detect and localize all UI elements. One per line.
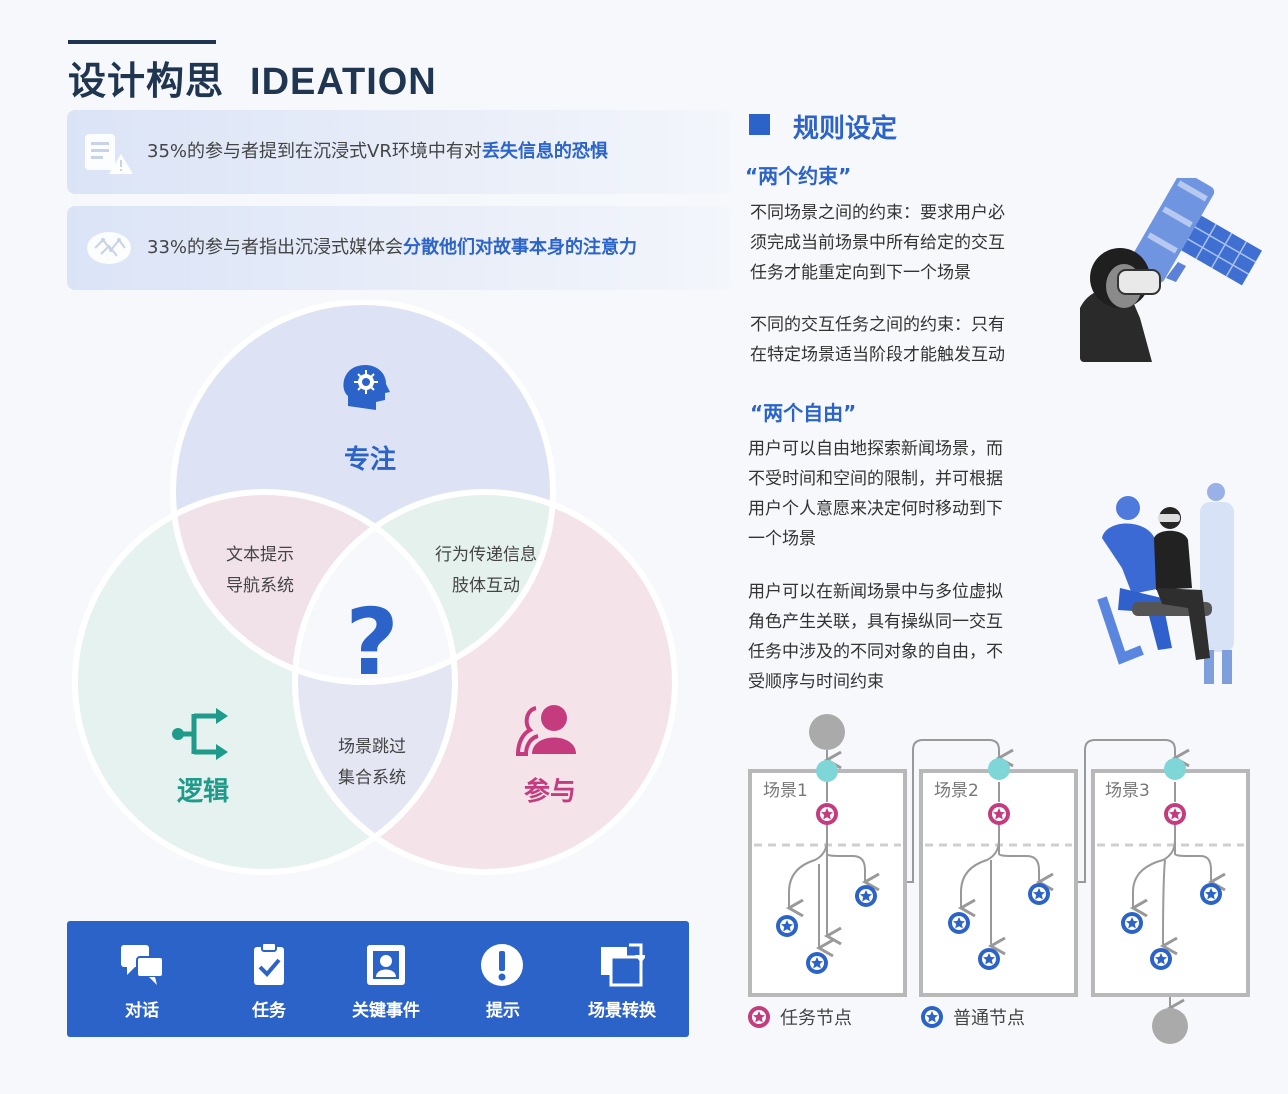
text-line: 任务才能重定向到下一个场景	[750, 263, 971, 283]
scene-1-normal-node	[806, 952, 828, 974]
start-node	[809, 714, 845, 750]
scene-2-normal-node	[978, 948, 1000, 970]
constraint-paragraph-1: 不同场景之间的约束：要求用户必 须完成当前场景中所有给定的交互 任务才能重定向到…	[750, 198, 1080, 288]
person-card-icon	[367, 945, 405, 985]
center-question-mark: ?	[345, 589, 398, 696]
head-brain-icon	[343, 364, 390, 410]
text-line: 用户个人意愿来决定何时移动到下	[748, 499, 1003, 519]
overlap-focus-logic-line1: 文本提示	[226, 545, 294, 565]
scene-3-task-node	[1164, 803, 1186, 825]
scene-2-entry-node	[988, 758, 1010, 780]
text-line: 用户可以自由地探索新闻场景，而	[748, 439, 1003, 459]
title-underline	[68, 40, 216, 44]
text-line: 受顺序与时间约束	[748, 672, 884, 692]
legend-task-node-icon	[748, 1006, 770, 1028]
text-line: 用户可以在新闻场景中与多位虚拟	[748, 582, 1003, 602]
legend-task-node-label: 任务节点	[780, 1008, 852, 1029]
scene-3-normal-node	[1121, 912, 1143, 934]
scene-1-task-node	[816, 803, 838, 825]
text-line: 不同的交互任务之间的约束：只有	[750, 315, 1005, 335]
scene-2-label: 场景2	[934, 781, 979, 801]
document-warning-icon	[85, 134, 133, 174]
vr-user-satellite-image	[1080, 178, 1272, 362]
page-title: 设计构思 IDEATION	[68, 50, 437, 105]
tool-dialog-label: 对话	[125, 1001, 159, 1021]
freedom-paragraph-2: 用户可以在新闻场景中与多位虚拟 角色产生关联，具有操纵同一交互 任务中涉及的不同…	[748, 577, 1078, 697]
chat-icon	[121, 945, 164, 985]
scene-switch-icon	[601, 943, 645, 987]
overlap-logic-engage-line1: 场景跳过	[338, 737, 406, 757]
section-marker	[749, 114, 770, 135]
scene-3-normal-node	[1200, 883, 1222, 905]
tool-scene-switch-label: 场景转换	[588, 1001, 656, 1021]
stat-2-text: 33%的参与者指出沉浸式媒体会	[147, 237, 404, 258]
scene-3-label: 场景3	[1105, 781, 1150, 801]
stat-1-text: 35%的参与者提到在沉浸式VR环境中有对	[147, 141, 482, 162]
scene-3-entry-node	[1164, 758, 1186, 780]
scene-1-label: 场景1	[763, 781, 808, 801]
tool-scene-switch[interactable]: 场景转换	[567, 921, 677, 1037]
text-line: 须完成当前场景中所有给定的交互	[750, 233, 1005, 253]
scene-flow-diagram: 场景1 场景2 场景3	[748, 714, 1250, 1044]
tool-dialog[interactable]: 对话	[87, 921, 197, 1037]
rules-title: 规则设定	[793, 114, 898, 144]
tool-task-label: 任务	[252, 1001, 286, 1021]
text-line: 在特定场景适当阶段才能触发互动	[750, 345, 1005, 365]
scene-2-normal-node	[948, 912, 970, 934]
text-line: 一个场景	[748, 529, 816, 549]
venn-diagram: 专注 逻辑 参与 文本提示 导航系统 行为传递信息 肢体互动 场景跳过 集合系统…	[72, 300, 678, 875]
freedoms-heading: “两个自由”	[750, 401, 857, 425]
stat-card-1: 35%的参与者提到在沉浸式VR环境中有对丢失信息的恐惧	[67, 110, 730, 194]
scene-3-normal-node	[1150, 948, 1172, 970]
logic-label: 逻辑	[177, 777, 229, 807]
overlap-logic-engage-line2: 集合系统	[338, 768, 406, 788]
overlap-focus-engage-line2: 肢体互动	[452, 576, 520, 596]
tool-task[interactable]: 任务	[214, 921, 324, 1037]
element-toolbar: 对话 任务 关键事件 提示 场景转换	[67, 921, 689, 1037]
scene-2-normal-node	[1028, 883, 1050, 905]
scene-1-normal-node	[776, 915, 798, 937]
constraints-heading: “两个约束”	[745, 164, 852, 188]
stat-2-highlight: 分散他们对故事本身的注意力	[403, 237, 638, 258]
title-en: IDEATION	[250, 61, 437, 103]
scene-1-entry-node	[816, 760, 838, 782]
legend-normal-node-icon	[921, 1006, 943, 1028]
freedom-paragraph-1: 用户可以自由地探索新闻场景，而 不受时间和空间的限制，并可根据 用户个人意愿来决…	[748, 434, 1078, 554]
title-cn: 设计构思	[68, 59, 225, 103]
vr-group-image	[1092, 478, 1268, 688]
clipboard-check-icon	[254, 943, 284, 985]
tool-key-event[interactable]: 关键事件	[331, 921, 441, 1037]
engage-label: 参与	[524, 776, 576, 807]
scene-2-task-node	[988, 803, 1010, 825]
end-node	[1152, 1008, 1188, 1044]
focus-label: 专注	[344, 444, 396, 475]
text-line: 角色产生关联，具有操纵同一交互	[748, 612, 1003, 632]
flow-arrows-icon	[172, 708, 228, 760]
overlap-focus-logic-line2: 导航系统	[226, 576, 294, 596]
tool-hint-label: 提示	[486, 1001, 520, 1021]
stat-card-2: 33%的参与者指出沉浸式媒体会分散他们对故事本身的注意力	[67, 206, 730, 290]
brain-icon	[87, 232, 131, 264]
text-line: 不受时间和空间的限制，并可根据	[748, 469, 1003, 489]
text-line: 任务中涉及的不同对象的自由，不	[748, 642, 1003, 662]
tool-hint[interactable]: 提示	[448, 921, 558, 1037]
scene-1-normal-node	[855, 885, 877, 907]
tool-key-event-label: 关键事件	[352, 1001, 420, 1021]
constraint-paragraph-2: 不同的交互任务之间的约束：只有 在特定场景适当阶段才能触发互动	[750, 310, 1080, 370]
people-icon	[515, 705, 576, 756]
text-line: 不同场景之间的约束：要求用户必	[750, 203, 1005, 223]
overlap-focus-engage-line1: 行为传递信息	[435, 545, 537, 565]
legend-normal-node-label: 普通节点	[953, 1008, 1025, 1029]
stat-1-highlight: 丢失信息的恐惧	[481, 141, 608, 162]
exclamation-icon	[481, 944, 523, 986]
